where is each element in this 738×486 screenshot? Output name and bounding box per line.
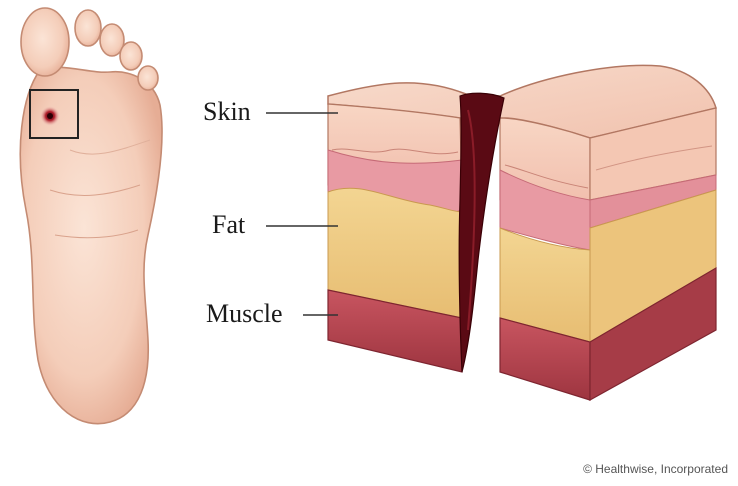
ulcer-wound-cavity bbox=[459, 93, 504, 372]
ulcer-core bbox=[47, 113, 53, 119]
tissue-cross-section bbox=[328, 65, 716, 400]
toe-4 bbox=[120, 42, 142, 70]
muscle-label: Muscle bbox=[206, 301, 283, 327]
big-toe bbox=[21, 8, 69, 76]
skin-label: Skin bbox=[203, 99, 251, 125]
foot-sole-illustration bbox=[20, 8, 162, 424]
toe-5 bbox=[138, 66, 158, 90]
toe-2 bbox=[75, 10, 101, 46]
copyright-credit: © Healthwise, Incorporated bbox=[583, 462, 728, 476]
fat-label: Fat bbox=[212, 212, 245, 238]
